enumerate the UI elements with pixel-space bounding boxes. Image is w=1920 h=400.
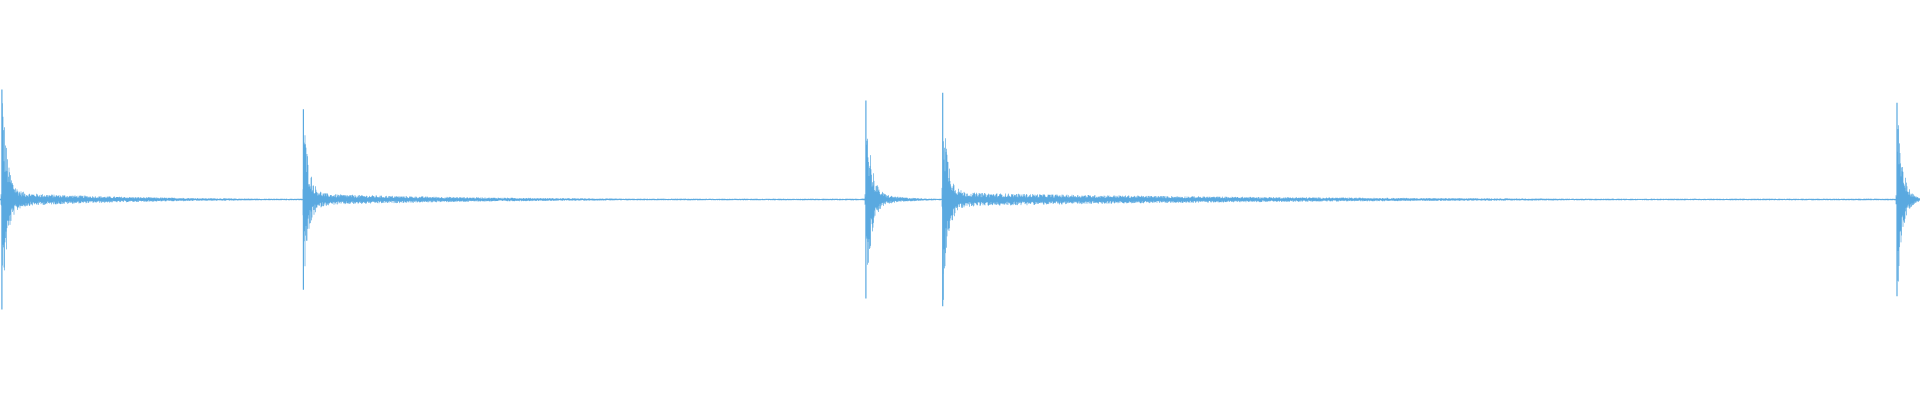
waveform-path: [0, 103, 1920, 303]
waveform-bars: [0, 89, 1920, 310]
